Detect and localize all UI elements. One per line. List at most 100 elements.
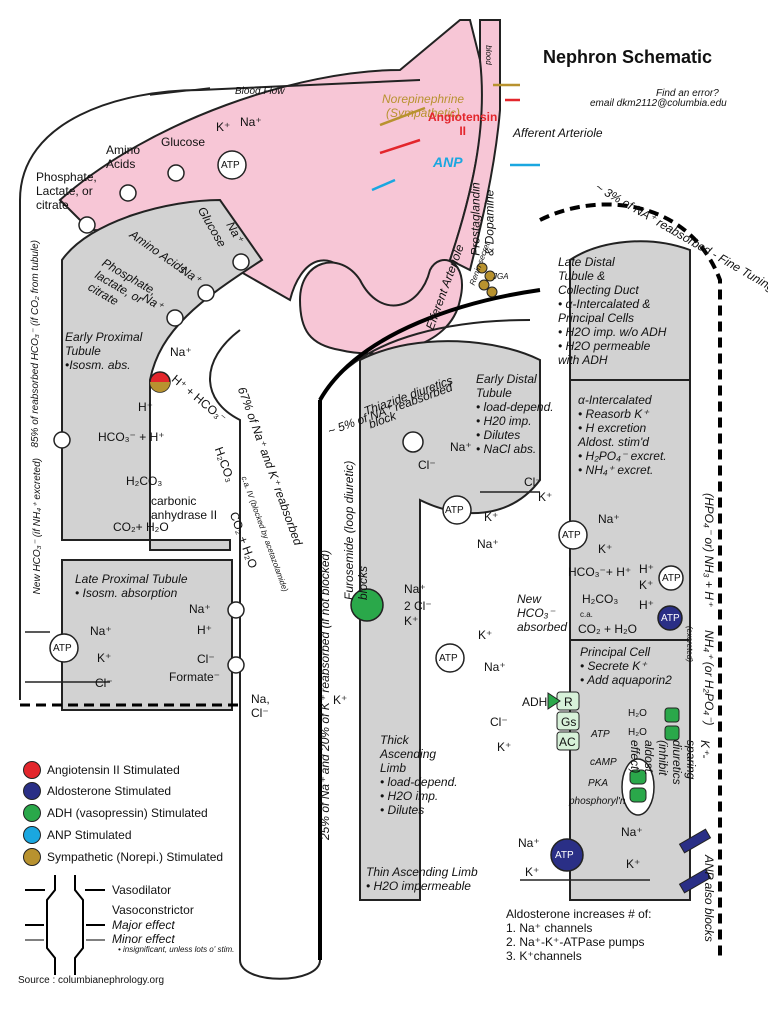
new-hco3-label: New HCO₃⁻ (if NH₄⁺ excreted) (32, 458, 43, 595)
source-label: Source : columbianephrology.org (18, 975, 165, 986)
arrows (25, 87, 650, 881)
blood-label: blood (483, 45, 493, 65)
late-cl-right: Cl⁻ (197, 652, 215, 666)
anp-label: ANP (433, 154, 463, 170)
page-title: Nephron Schematic (543, 47, 713, 67)
late-k-left: K⁺ (97, 651, 112, 665)
dashed-wall (539, 202, 722, 960)
reabsorbed-25-label: 25% of Na⁺ and 20% of K⁺ reabsorbed (if … (318, 549, 332, 840)
late-cl-left: Cl⁻ (95, 676, 113, 690)
alpha-intercalated-title: α-Intercalated • Reasorb K⁺ • H excretio… (578, 393, 667, 477)
alpha-na: Na⁺ (598, 512, 620, 526)
late-na-right: Na⁺ (189, 602, 211, 616)
hco3-h: HCO₃⁻ + H⁺ (98, 430, 165, 444)
loop-na: Na⁺ (404, 582, 426, 596)
alpha-k3: K⁺ (639, 578, 654, 592)
loop-2cl: 2 Cl⁻ (404, 599, 432, 613)
co2-left: CO₂+ H₂O (113, 520, 169, 534)
legend-label-adh: ADH (vasopressin) Stimulated (47, 806, 208, 820)
atp-label-1: ATP (221, 160, 240, 171)
late-distal-title: Late Distal Tubule & Collecting Duct • α… (558, 255, 667, 367)
vaso-symbols (25, 875, 105, 975)
loop-k3: K⁺ (333, 693, 348, 707)
atp-label-2: ATP (53, 643, 72, 654)
alpha-k: K⁺ (538, 490, 553, 504)
legend-minor: Minor effect (112, 932, 175, 946)
na-cl-label: Na, Cl⁻ (251, 692, 270, 720)
legend-swatch-adh (23, 804, 41, 822)
new-hco3-absorbed: New HCO₃⁻ absorbed (517, 592, 568, 634)
adh-label: ADH (522, 695, 548, 709)
aldo-item-1: 1. Na⁺ channels (506, 921, 593, 935)
atp-label-6: ATP (662, 573, 681, 584)
late-proximal-title: Late Proximal Tubule • Isosm. absorption (75, 572, 188, 600)
legend-label-aldosterone: Aldosterone Stimulated (47, 784, 172, 798)
na-reaction: Na⁺ (170, 345, 192, 359)
atp-label-4: ATP (445, 505, 464, 516)
principal-na: Na⁺ (518, 836, 540, 850)
atp-pumps (49, 150, 684, 872)
legend-swatch-angiotensin (23, 761, 41, 779)
camp-label: cAMP (590, 757, 617, 768)
collecting-cell (569, 240, 691, 901)
hco3-85-label: 85% of reabsorbed HCO₃⁻ (if CO₂ from tub… (30, 240, 41, 448)
loop-cl3: Cl⁻ (490, 715, 508, 729)
thick-limb-cell (359, 340, 541, 901)
contact-line-1: Find an error? (656, 88, 719, 99)
hpo4-label: (HPO₄⁻ or) NH₃ + H⁺ (702, 493, 716, 607)
gs-label: Gs (561, 715, 577, 729)
atp-label-7: ATP (661, 613, 680, 624)
loop-outline (209, 319, 531, 980)
loop-k: K⁺ (404, 614, 419, 628)
aldosterone-title: Aldosterone increases # of: (506, 907, 652, 921)
alpha-h2: H⁺ (639, 598, 654, 612)
jga-label: JGA (493, 272, 509, 281)
angiotensin-label: Angiotensin II (428, 110, 498, 138)
atp-label-3: ATP (439, 653, 458, 664)
legend-insignificant: • insignificant, unless lots o' stim. (118, 945, 235, 954)
glucose-top-label: Glucose (161, 135, 206, 149)
afferent-label: Afferent Arteriole (513, 126, 603, 140)
phosphorylation-label: phosphoryl'n (569, 796, 626, 807)
thick-limb-label: Thick Ascending Limb • load-depend. • H2… (380, 733, 458, 817)
h2o-label-1: H₂O (628, 708, 647, 719)
glomerulus (298, 259, 463, 355)
jga-granules (476, 262, 498, 298)
loop-k2: K⁺ (478, 628, 493, 642)
atp-label-5: ATP (562, 530, 581, 541)
furosemide-label: Furosemide (loop diuretic) blocks (342, 460, 370, 600)
anp-blocks-label: ANP also blocks (702, 855, 716, 942)
atp-label-8: ATP (555, 850, 574, 861)
late-proximal-cell (61, 559, 233, 711)
distal-cl2: Cl⁻ (524, 475, 542, 489)
nh4-label: NH₄⁺ (or H₂PO₄⁻) (702, 630, 716, 726)
legend-swatch-sympathetic (23, 848, 41, 866)
h2co3-left: H₂CO₃ (126, 474, 163, 488)
distal-cl: Cl⁻ (418, 458, 436, 472)
legend-swatch-aldosterone (23, 782, 41, 800)
k-sparing-label: K⁺-sparing diuretics (inhibit aldost. ef… (628, 740, 712, 785)
phosphate-top-label: Phosphate, Lactate, or citrate (36, 170, 97, 212)
principal-na2: Na⁺ (621, 825, 643, 839)
aldo-item-2: 2. Na⁺-K⁺-ATPase pumps (506, 935, 645, 949)
contact-line-2: email dkm2112@columbia.edu (590, 98, 727, 109)
loop-k4: K⁺ (497, 740, 512, 754)
na-top-label: Na⁺ (240, 115, 262, 129)
distal-na2: Na⁺ (477, 537, 499, 551)
aldo-item-3: 3. K⁺channels (506, 949, 582, 963)
carbonic-anhydrase-ii: carbonic anhydrase II (151, 494, 218, 522)
legend-swatch-anp (23, 826, 41, 844)
alpha-h2co3: H₂CO₃ (582, 592, 619, 606)
alpha-k2: K⁺ (598, 542, 613, 556)
formate-label: Formate⁻ (169, 670, 221, 684)
excreted-label: (excreted) (685, 626, 694, 663)
afferent-vessel (448, 19, 501, 272)
late-h-right: H⁺ (197, 623, 212, 637)
norepinephrine-label: Norepinephrine (Sympathetic) (382, 92, 465, 120)
legend-vasoconstrictor: Vasoconstrictor (112, 903, 194, 917)
blood-flow-label: Blood Flow (235, 86, 285, 97)
early-distal-label: Early Distal Tubule • load-depend. • H20… (476, 372, 554, 456)
early-proximal-title: Early Proximal Tubule •Isosm. abs. (65, 330, 143, 372)
ac-label: AC (559, 735, 576, 749)
